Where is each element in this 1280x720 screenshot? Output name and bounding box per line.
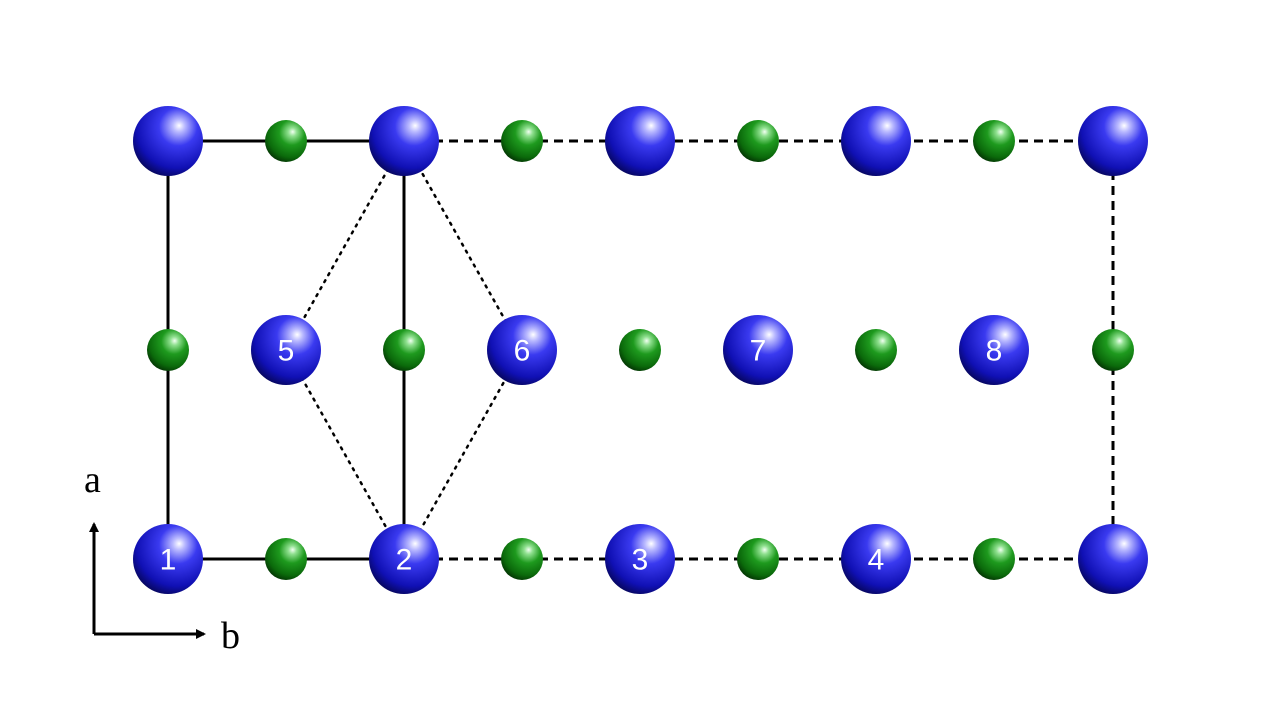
axis-a-label: a xyxy=(84,459,101,501)
small-atom xyxy=(501,120,543,162)
large-atom-unlabeled xyxy=(369,106,439,176)
small-atom xyxy=(973,120,1015,162)
small-atom xyxy=(265,120,307,162)
large-atom-1 xyxy=(133,524,203,594)
large-atom-unlabeled xyxy=(1078,106,1148,176)
small-atom xyxy=(383,329,425,371)
atom-labels: 1 2 3 4 5 6 7 8 xyxy=(160,335,1003,577)
small-atom xyxy=(265,538,307,580)
atom-label-5: 5 xyxy=(278,335,295,368)
large-atom-unlabeled xyxy=(605,106,675,176)
large-atom-2 xyxy=(369,524,439,594)
small-atom xyxy=(737,120,779,162)
atom-label-1: 1 xyxy=(160,544,177,577)
large-atom-unlabeled xyxy=(841,106,911,176)
atom-label-4: 4 xyxy=(868,544,885,577)
atom-label-8: 8 xyxy=(986,335,1003,368)
large-atom-unlabeled xyxy=(1078,524,1148,594)
axis-b-label: b xyxy=(221,615,240,657)
small-atoms xyxy=(147,120,1134,580)
large-atom-6 xyxy=(487,315,557,385)
atom-label-6: 6 xyxy=(514,335,531,368)
small-atom xyxy=(737,538,779,580)
large-atom-8 xyxy=(959,315,1029,385)
large-atom-7 xyxy=(723,315,793,385)
small-atom xyxy=(855,329,897,371)
large-atoms xyxy=(133,106,1148,594)
small-atom xyxy=(973,538,1015,580)
large-atom-4 xyxy=(841,524,911,594)
small-atom xyxy=(501,538,543,580)
large-atom-5 xyxy=(251,315,321,385)
atom-label-7: 7 xyxy=(750,335,767,368)
large-atom-unlabeled xyxy=(133,106,203,176)
small-atom xyxy=(619,329,661,371)
small-atom xyxy=(147,329,189,371)
axis-indicator xyxy=(89,522,206,639)
atom-label-2: 2 xyxy=(396,544,413,577)
small-atom xyxy=(1092,329,1134,371)
atom-label-3: 3 xyxy=(632,544,649,577)
large-atom-3 xyxy=(605,524,675,594)
